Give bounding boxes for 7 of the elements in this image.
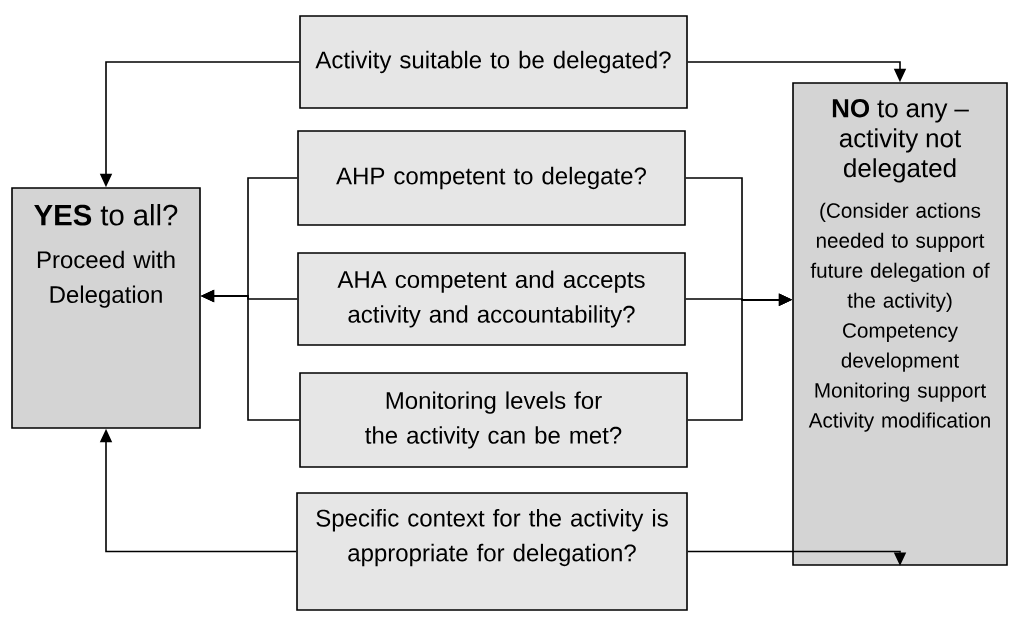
question-box: Activity suitable to be delegated? (299, 15, 688, 109)
question-box: Monitoring levels for the activity can be met? (299, 372, 688, 468)
question-box: AHP competent to delegate? (297, 130, 686, 226)
outcome-box: NO to any – activity not delegated (Consider actions needed to support future delegation of the activity) Competency development Monitoring support Activity modification (792, 82, 1008, 566)
question-box: Specific context for the activity is appropriate for delegation? (296, 492, 688, 611)
outcome-box: YES to all? Proceed with Delegation (11, 187, 201, 429)
question-box: AHA competent and accepts activity and accountability? (297, 252, 686, 346)
